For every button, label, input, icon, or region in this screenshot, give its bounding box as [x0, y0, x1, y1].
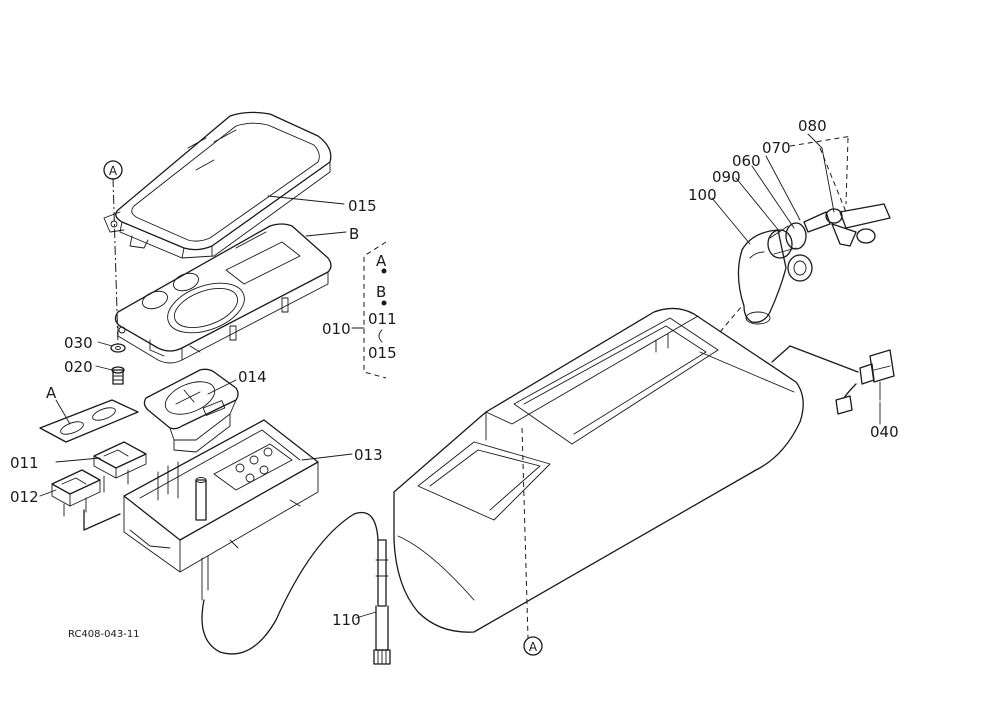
bracket-dot-2 [381, 300, 387, 306]
connector-mark-bottom: A [523, 636, 543, 656]
callout-015: 015 [348, 197, 377, 215]
meter-cable [201, 511, 391, 665]
screw [111, 366, 125, 385]
hidden-line-a [521, 427, 529, 639]
reference-code: RC408-043-11 [68, 629, 140, 640]
hidden-line-key [789, 135, 853, 213]
callout-B: B [349, 225, 359, 243]
group-bracket [363, 241, 387, 379]
callout-040: 040 [870, 423, 899, 441]
washer [110, 343, 126, 353]
switch-012 [51, 469, 101, 517]
key-switch-ring [767, 222, 807, 259]
dashboard-console [393, 307, 804, 633]
bracket-B: B [376, 283, 386, 301]
callout-100: 100 [688, 186, 717, 204]
callout-013: 013 [354, 446, 383, 464]
meter-unit [143, 368, 239, 453]
hidden-line-boot [719, 305, 743, 333]
callout-110: 110 [332, 611, 361, 629]
callout-010: 010 [322, 320, 351, 338]
svg-text:A: A [529, 640, 538, 654]
callout-070: 070 [762, 139, 791, 157]
meter-cover [103, 111, 332, 259]
callout-080: 080 [798, 117, 827, 135]
callout-060: 060 [732, 152, 761, 170]
key-switch-nut [787, 254, 813, 282]
svg-text:A: A [109, 164, 118, 178]
bracket-tilde [378, 329, 383, 343]
callout-012: 012 [10, 488, 39, 506]
wire-harness [771, 345, 895, 415]
panel-plate [39, 399, 139, 443]
bracket-011: 011 [368, 310, 397, 328]
meter-bezel [114, 223, 332, 364]
ignition-key [803, 203, 891, 247]
connector-mark-top: A [103, 160, 123, 180]
bracket-015: 015 [368, 344, 397, 362]
switch-011 [93, 441, 147, 493]
key-switch-boot [737, 229, 787, 325]
callout-030: 030 [64, 334, 93, 352]
bracket-A: A [376, 252, 387, 270]
callout-090: 090 [712, 168, 741, 186]
meter-case [123, 419, 319, 601]
callout-020: 020 [64, 358, 93, 376]
callout-A: A [46, 384, 57, 402]
callout-011: 011 [10, 454, 39, 472]
leader-lines [39, 133, 881, 619]
callout-014: 014 [238, 368, 267, 386]
bracket-dot-1 [381, 268, 387, 274]
